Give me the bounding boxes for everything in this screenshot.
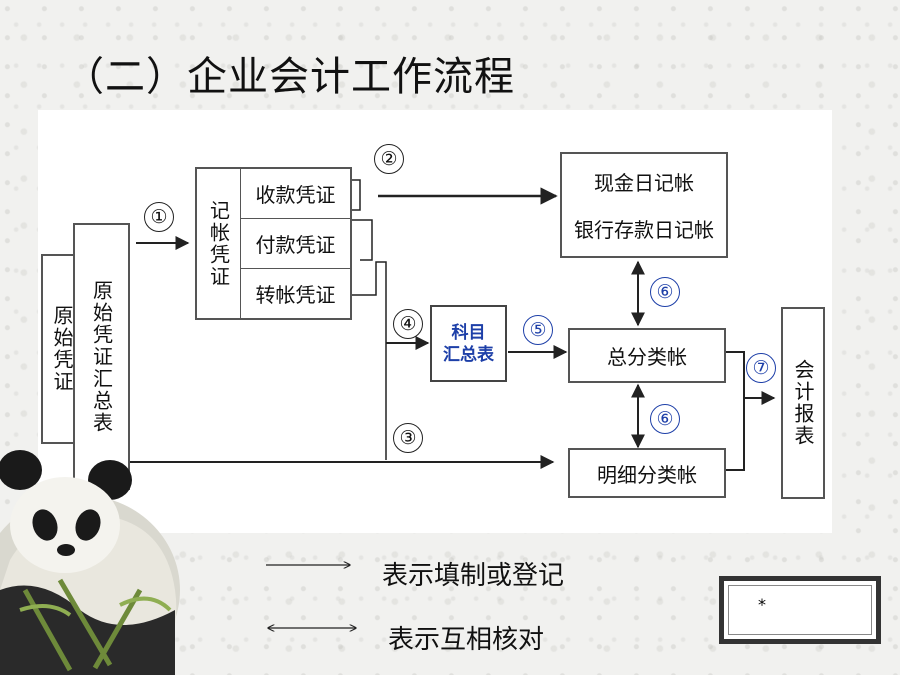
slide-nav-box[interactable]: *: [719, 576, 881, 644]
bookkeeping-voucher-label-cell: 记帐凭证: [197, 169, 241, 318]
journals-box: 现金日记帐 银行存款日记帐: [560, 152, 728, 258]
step-4-marker: ④: [393, 309, 423, 339]
accounting-report-box: 会计报表: [781, 307, 825, 499]
voucher-bracket-top: [350, 179, 361, 211]
payment-voucher: 付款凭证: [241, 219, 350, 269]
legend-fill-label: 表示填制或登记: [382, 561, 565, 591]
step-2-marker: ②: [374, 144, 404, 174]
subsidiary-ledger-box: 明细分类帐: [568, 448, 726, 498]
check-arrow-legend-icon: [264, 618, 364, 638]
ledger-to-report-lower: [726, 398, 745, 471]
receipt-voucher: 收款凭证: [241, 169, 350, 219]
account-summary-table-box: 科目 汇总表: [430, 305, 507, 382]
bank-journal-label: 银行存款日记帐: [574, 218, 714, 242]
original-voucher-summary-box: 原始凭证汇总表: [73, 223, 130, 490]
panda-image: [0, 450, 180, 675]
voucher-bracket-mid: [350, 219, 373, 261]
cash-journal-label: 现金日记帐: [594, 171, 694, 195]
step-7-marker: ⑦: [746, 353, 776, 383]
step-5-marker: ⑤: [523, 315, 553, 345]
voucher-bracket-low: [350, 261, 387, 460]
step-1-marker: ①: [144, 202, 174, 232]
slide-title: （二）企业会计工作流程: [64, 54, 515, 100]
step-6-lower-marker: ⑥: [650, 404, 680, 434]
fill-arrow-legend-icon: [266, 555, 364, 575]
ledger-to-report-upper: [726, 351, 745, 398]
nav-label: *: [758, 595, 766, 614]
transfer-voucher: 转帐凭证: [255, 283, 336, 307]
flow-arrows: [130, 179, 776, 471]
general-ledger-box: 总分类帐: [568, 328, 726, 383]
accounting-flow-diagram: 原始凭证 原始凭证汇总表 记帐凭证 收款凭证 付款凭证 转帐凭证 现金日记帐 银…: [38, 110, 832, 533]
step-6-upper-marker: ⑥: [650, 277, 680, 307]
step-3-marker: ③: [393, 423, 423, 453]
legend-check-label: 表示互相核对: [388, 625, 545, 655]
nav-inner-frame: [728, 585, 872, 635]
bookkeeping-voucher-box: 记帐凭证 收款凭证 付款凭证 转帐凭证: [195, 167, 352, 320]
